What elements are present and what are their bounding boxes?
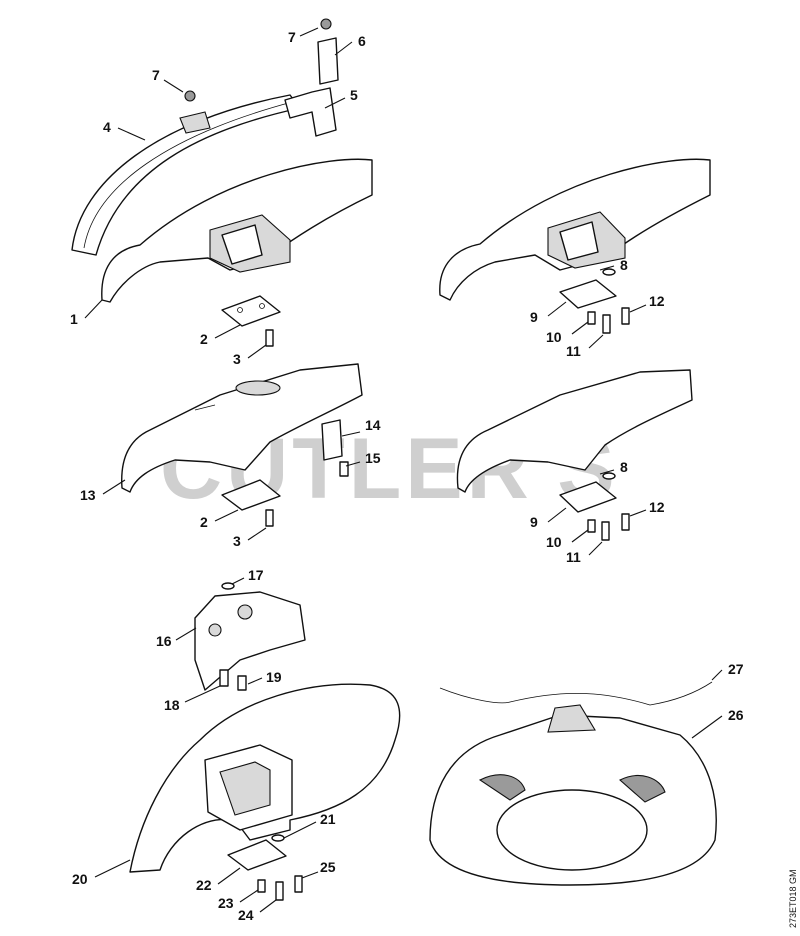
callout-8b: 8 <box>620 459 628 475</box>
callout-25: 25 <box>320 859 336 875</box>
plate-22 <box>227 834 287 871</box>
callout-2b: 2 <box>200 514 208 530</box>
base-ring-26 <box>429 704 717 886</box>
deflector-guard-1 <box>101 158 373 303</box>
leader-lines <box>84 27 723 913</box>
callout-9a: 9 <box>530 309 538 325</box>
callout-12a: 12 <box>649 293 665 309</box>
deflector-guard-mid-right <box>456 369 693 493</box>
deflector-guard-20 <box>129 683 401 873</box>
callout-15: 15 <box>365 450 381 466</box>
deflector-guard-top-right <box>439 158 711 301</box>
callout-27: 27 <box>728 661 744 677</box>
callout-26: 26 <box>728 707 744 723</box>
plate-2-mid <box>221 479 281 511</box>
screws-10-11-12-mid <box>587 513 630 541</box>
bracket-14 <box>321 419 343 461</box>
callout-10a: 10 <box>546 329 562 345</box>
callout-19: 19 <box>266 669 282 685</box>
callout-4: 4 <box>103 119 111 135</box>
plate-9-mid <box>559 472 617 513</box>
callout-11b: 11 <box>566 549 581 565</box>
screw-3-mid <box>265 509 274 527</box>
callout-9b: 9 <box>530 514 538 530</box>
callout-18: 18 <box>164 697 180 713</box>
callout-10b: 10 <box>546 534 562 550</box>
callout-17: 17 <box>248 567 264 583</box>
callout-23: 23 <box>218 895 234 911</box>
callout-13: 13 <box>80 487 96 503</box>
callout-6: 6 <box>358 33 366 49</box>
callout-12b: 12 <box>649 499 665 515</box>
callout-11a: 11 <box>566 343 581 359</box>
callout-7b: 7 <box>152 67 160 83</box>
callout-21: 21 <box>320 811 336 827</box>
screw-15 <box>339 461 349 477</box>
spring-wire-27 <box>439 681 713 706</box>
callout-3: 3 <box>233 351 241 367</box>
callout-24: 24 <box>238 907 254 923</box>
drawing-code: 273ET018 GM <box>788 869 798 928</box>
callout-labels: 1 2 3 4 5 6 7 7 8 9 10 11 12 13 2 3 14 1… <box>70 29 744 923</box>
callout-5: 5 <box>350 87 358 103</box>
callout-8a: 8 <box>620 257 628 273</box>
callout-14: 14 <box>365 417 381 433</box>
screw-3-top <box>265 329 274 347</box>
callout-20: 20 <box>72 871 88 887</box>
callout-2: 2 <box>200 331 208 347</box>
callout-3b: 3 <box>233 533 241 549</box>
callout-1: 1 <box>70 311 78 327</box>
callout-7a: 7 <box>288 29 296 45</box>
screws-23-24-25 <box>257 875 303 901</box>
plate-9-top <box>559 268 617 309</box>
bracket-assembly <box>284 18 339 137</box>
plate-2-top <box>221 295 281 327</box>
guard-extension-strip <box>71 90 301 256</box>
callout-16: 16 <box>156 633 172 649</box>
callout-22: 22 <box>196 877 212 893</box>
deflector-guard-13 <box>121 363 363 493</box>
screws-10-11-12-top <box>587 307 630 334</box>
mount-16 <box>194 582 306 691</box>
